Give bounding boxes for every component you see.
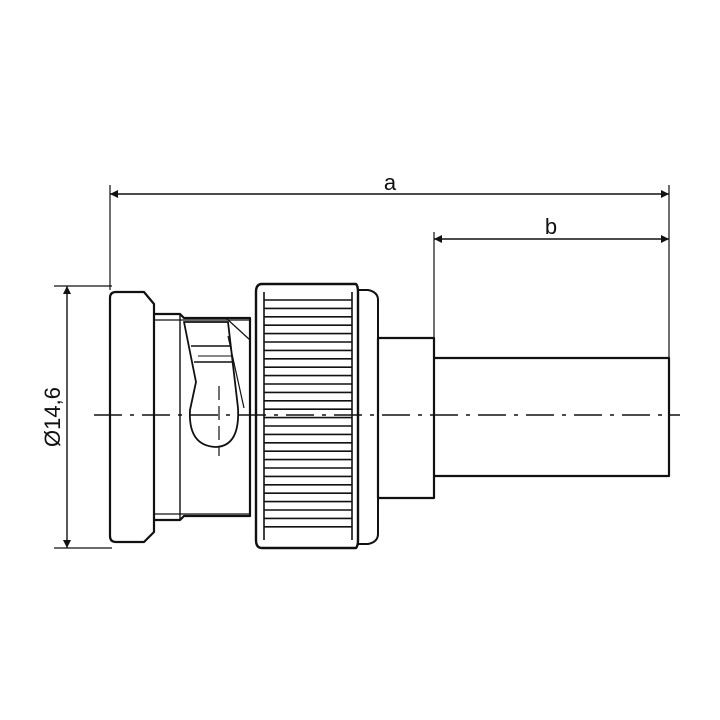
dimension-a-label: a bbox=[384, 170, 397, 195]
cable bbox=[434, 356, 671, 478]
bayonet-sleeve bbox=[154, 312, 252, 522]
dimension-diameter: Ø14,6 bbox=[40, 286, 71, 548]
dimension-a: a bbox=[110, 170, 669, 198]
dimension-b-label: b bbox=[545, 214, 557, 239]
front-flange bbox=[108, 290, 156, 544]
rear-body bbox=[376, 336, 436, 500]
dimension-b: b bbox=[434, 214, 669, 243]
bayonet-slot bbox=[183, 321, 239, 448]
diameter-label: Ø14,6 bbox=[40, 387, 65, 447]
coupling-nut bbox=[254, 282, 379, 550]
connector-body bbox=[108, 282, 671, 550]
